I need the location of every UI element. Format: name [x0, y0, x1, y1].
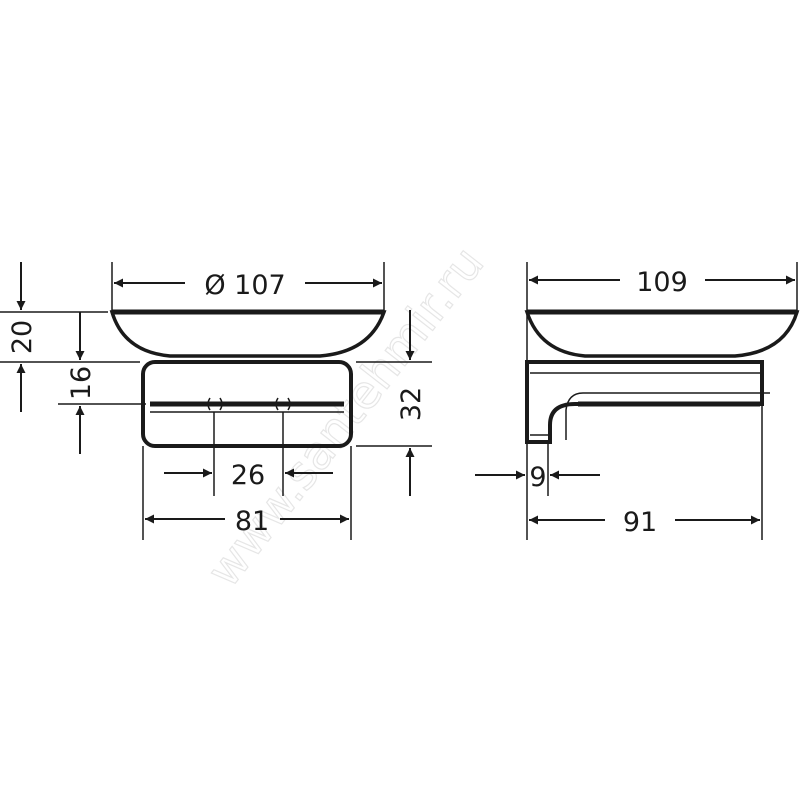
dim-height-32: 32 — [396, 387, 427, 421]
front-dish-outline — [109, 310, 387, 358]
dim-spacing-26: 26 — [231, 460, 265, 491]
front-view — [0, 262, 432, 540]
side-dish-outline — [524, 310, 800, 358]
dim-width-81: 81 — [235, 506, 269, 537]
dim-height-20: 20 — [7, 320, 38, 354]
dim-height-16: 16 — [66, 366, 97, 400]
side-view — [475, 262, 800, 540]
dim-diameter-107: Ø 107 — [204, 270, 285, 301]
dim-width-109: 109 — [636, 267, 688, 298]
dim-projection-91: 91 — [623, 507, 657, 538]
dim-diameter-bg — [185, 266, 305, 300]
dim-thickness-9: 9 — [529, 462, 546, 493]
